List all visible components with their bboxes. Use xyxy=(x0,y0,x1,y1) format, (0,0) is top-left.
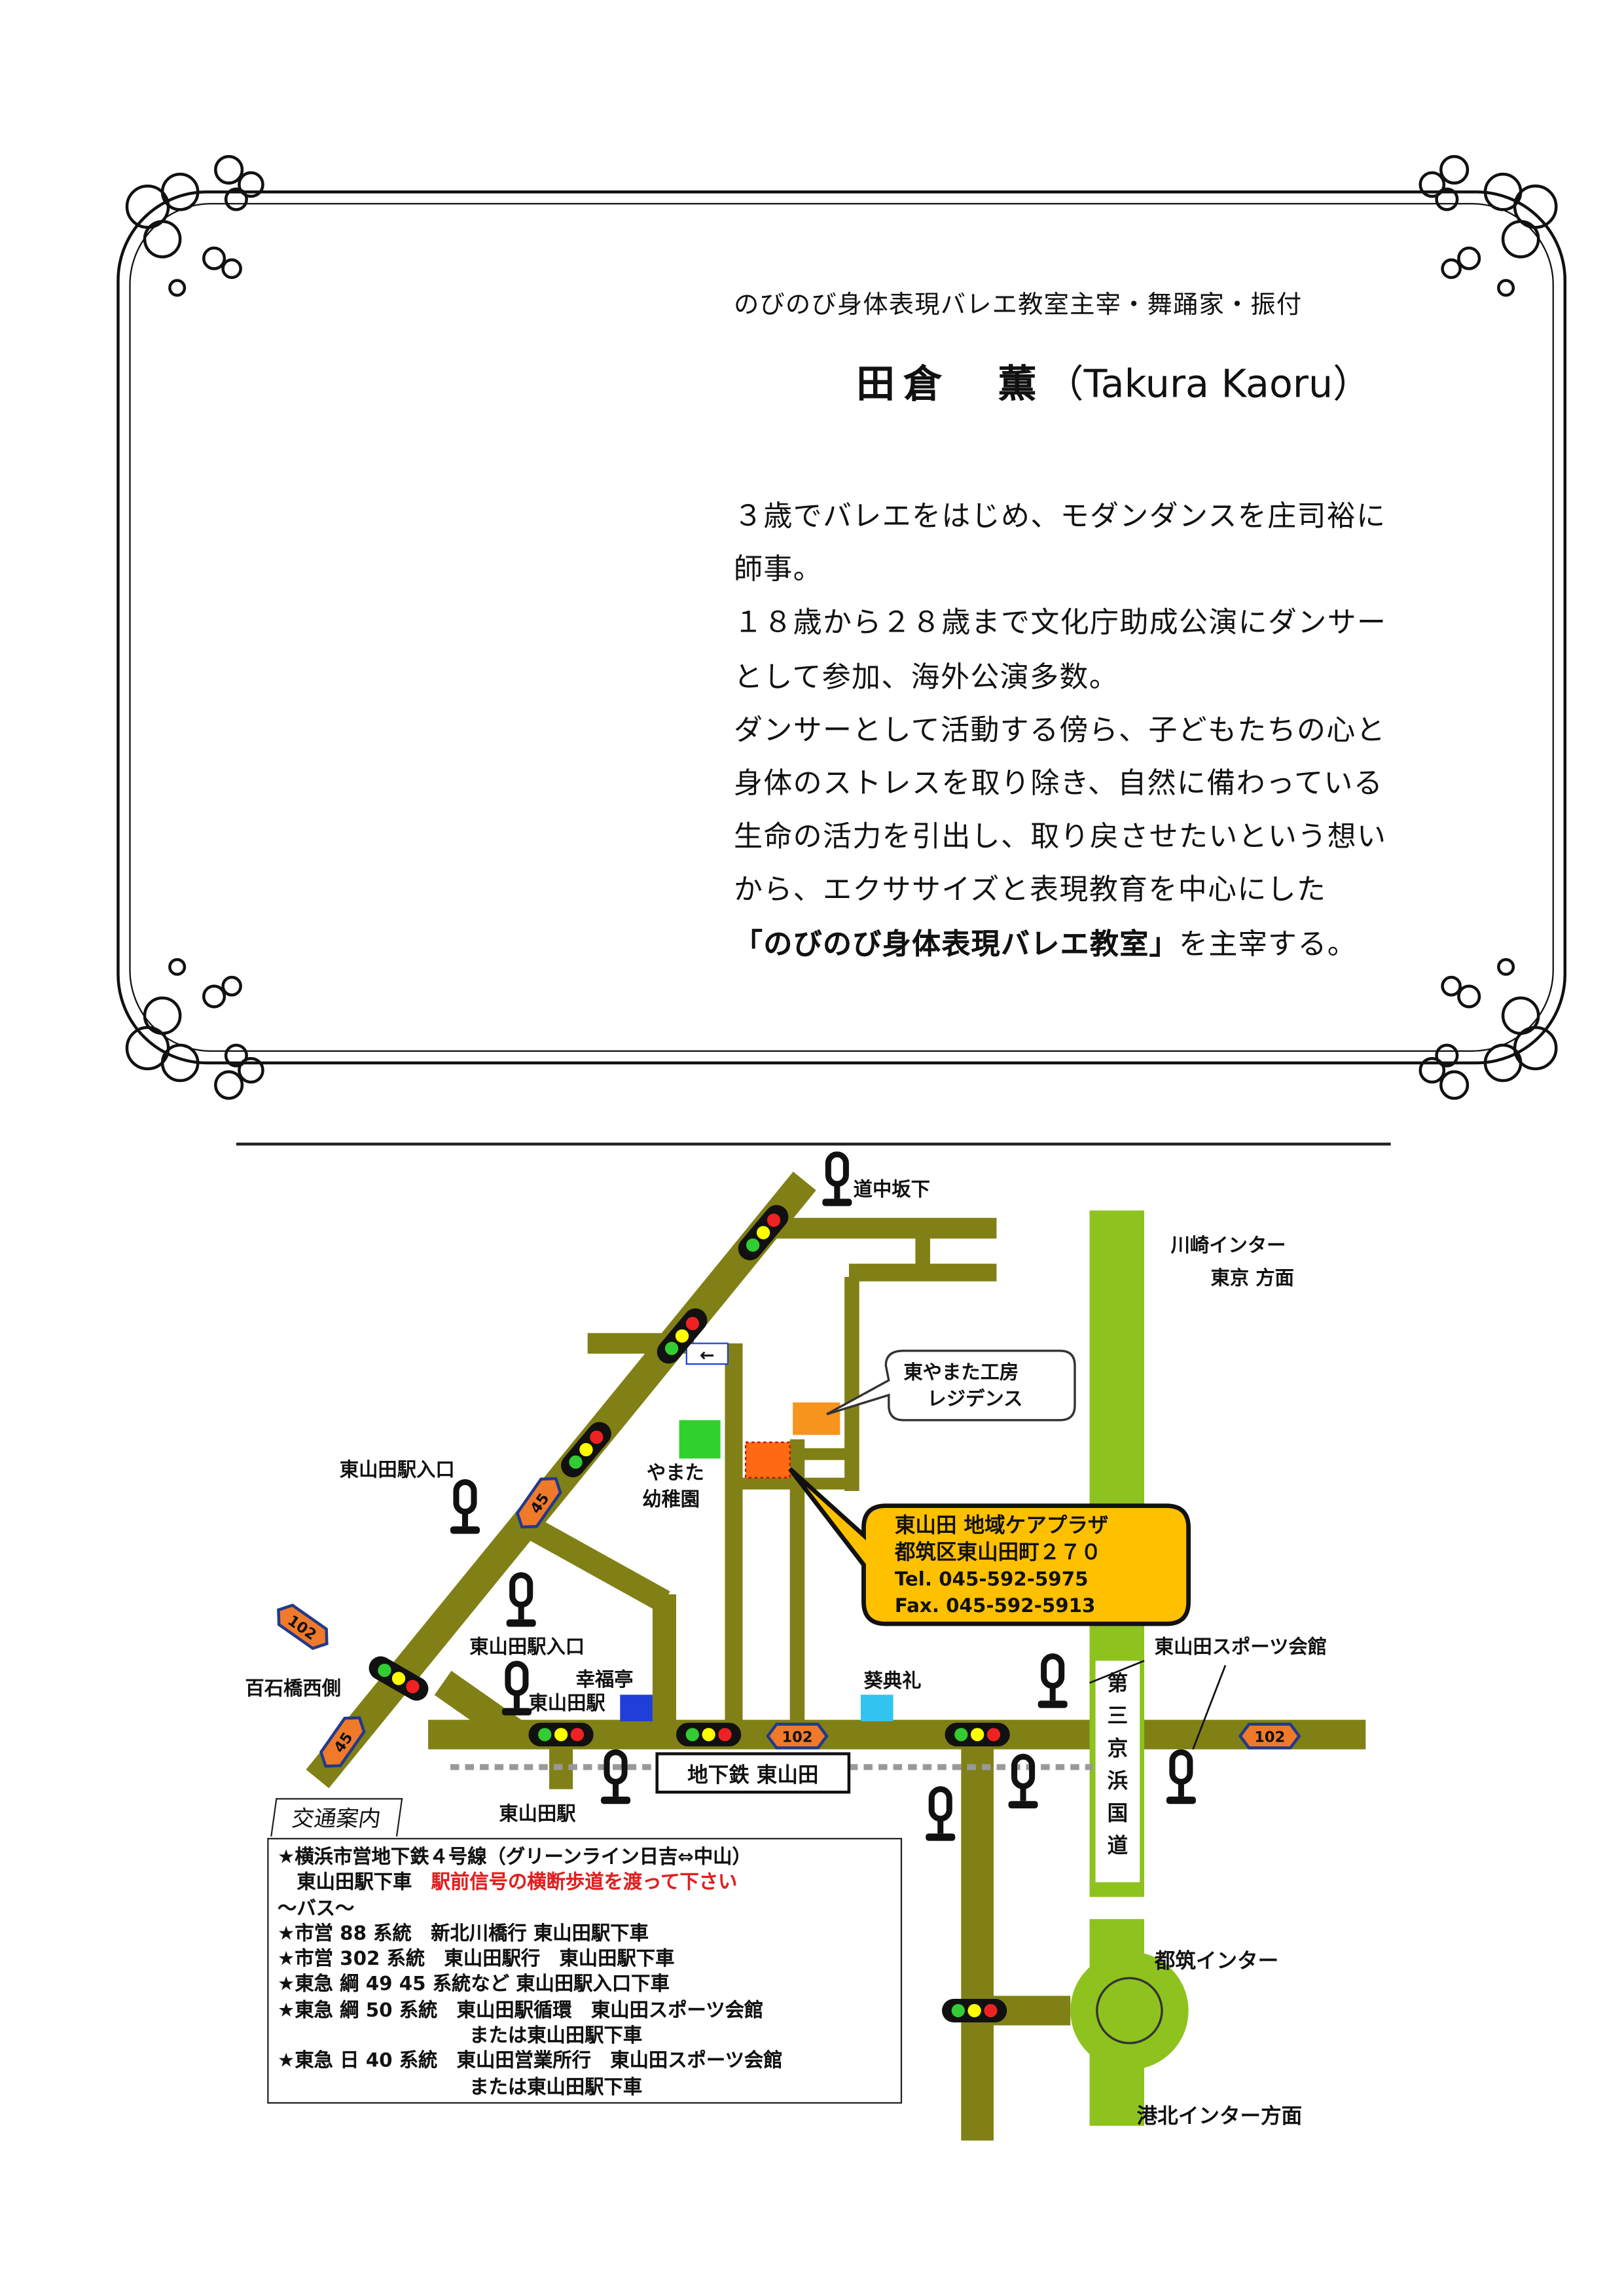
route-number: 102 xyxy=(1254,1729,1285,1746)
access-info-tab: 交通案内 xyxy=(270,1798,403,1837)
callout-facility-name: 東山田 地域ケアプラザ xyxy=(895,1514,1109,1537)
traffic-light-icon xyxy=(561,1422,611,1478)
highway-char: 浜 xyxy=(1108,1769,1128,1793)
bus-line: ★市営 88 系統 新北川橋行 東山田駅下車 xyxy=(278,1923,649,1946)
callout-fax: Fax. 045-592-5913 xyxy=(895,1594,1096,1617)
label-yamata: やまた xyxy=(647,1462,704,1484)
label-kohoku-ic: 港北インター方面 xyxy=(1137,2104,1303,2128)
subway-get-off: 東山田駅下車 xyxy=(278,1872,412,1895)
bio-tail: を主宰する。 xyxy=(1179,926,1358,961)
label-station-entrance-1: 東山田駅入口 xyxy=(340,1459,455,1481)
bus-line: ★市営 302 系統 東山田駅行 東山田駅下車 xyxy=(278,1948,675,1971)
floral-frame xyxy=(117,154,1567,1107)
residence-label-1: 東やまた工房 xyxy=(903,1361,1019,1384)
route-shield-icon: 102 xyxy=(277,1604,329,1650)
residence-marker xyxy=(793,1402,840,1435)
bus-stop-icon xyxy=(506,1572,536,1627)
label-station: 東山田駅 xyxy=(499,1803,576,1825)
bus-stop-icon xyxy=(1008,1753,1038,1808)
section-divider xyxy=(236,1142,1391,1146)
bio-line: ダンサーとして活動する傍ら、子どもたちの心と xyxy=(733,712,1386,747)
residence-callout xyxy=(826,1350,1076,1422)
access-map: 地下鉄 東山田 ← 東やまた工房 レジデンス 東山田 地域ケアプラザ 都筑区東山… xyxy=(245,1151,1366,2141)
name-english: （Takura Kaoru） xyxy=(1045,363,1371,408)
route-shield-icon: 102 xyxy=(1238,1723,1301,1749)
profile-bio: ３歳でバレエをはじめ、モダンダンスを庄司裕に 師事。 １８歳から２８歳まで文化庁… xyxy=(734,490,1413,971)
label-tokyo-direction: 東京 方面 xyxy=(1211,1266,1294,1289)
traffic-light-icon xyxy=(528,1723,594,1747)
bus-stop-icon xyxy=(1166,1749,1196,1804)
bus-stop-icon xyxy=(501,1660,532,1715)
arrow-left-icon: ← xyxy=(700,1346,715,1366)
traffic-light-icon xyxy=(945,1723,1010,1747)
subway-note: 駅前信号の横断歩道を渡って下さい xyxy=(431,1872,738,1895)
highway-char: 国 xyxy=(1108,1802,1128,1825)
bio-line: ３歳でバレエをはじめ、モダンダンスを庄司裕に xyxy=(733,499,1386,533)
callout-tel: Tel. 045-592-5975 xyxy=(895,1568,1089,1590)
care-plaza-callout xyxy=(788,1467,1191,1626)
bus-stop-icon xyxy=(926,1786,956,1841)
traffic-light-icon xyxy=(942,1998,1007,2023)
label-sports-hall: 東山田スポーツ会館 xyxy=(1155,1636,1327,1658)
bio-line: 師事。 xyxy=(733,552,823,586)
subway-get-off-row: 東山田駅下車 駅前信号の横断歩道を渡って下さい xyxy=(278,1871,892,1896)
school-name: 「のびのび身体表現バレエ教室」 xyxy=(733,926,1180,961)
daisan-keihin-highway xyxy=(1070,1210,1189,2126)
kofukutei-marker xyxy=(620,1695,653,1721)
traffic-light-icon xyxy=(369,1656,429,1701)
bio-line: から、エクササイズと表現教育を中心にした xyxy=(733,872,1327,907)
bus-header: ～バス～ xyxy=(278,1897,355,1920)
label-dochusaka: 道中坂下 xyxy=(854,1178,930,1200)
kindergarten-marker xyxy=(679,1420,721,1459)
route-shield-icon: 45 xyxy=(319,1716,366,1768)
highway-char: 京 xyxy=(1108,1736,1128,1761)
one-way-sign xyxy=(685,1342,729,1365)
label-kindergarten: 幼稚園 xyxy=(642,1488,700,1511)
bus-stop-icon xyxy=(822,1151,852,1206)
label-tsuzuki-ic: 都筑インター xyxy=(1154,1949,1278,1973)
bus-line: または東山田駅下車 xyxy=(278,2076,643,2099)
route-number: 102 xyxy=(782,1729,812,1746)
bio-line-last: 「のびのび身体表現バレエ教室」を主宰する。 xyxy=(734,918,1413,971)
name-japanese: 田倉 薫 xyxy=(856,363,1045,408)
care-plaza-marker xyxy=(744,1441,791,1479)
highway-char: 三 xyxy=(1108,1704,1128,1728)
subway-station-label: 地下鉄 東山田 xyxy=(687,1763,818,1787)
route-shield-icon: 45 xyxy=(515,1477,562,1529)
label-station-entrance-2: 東山田駅入口 xyxy=(469,1636,585,1658)
bio-line: 身体のストレスを取り除き、自然に備わっている xyxy=(733,766,1384,800)
bus-line: または東山田駅下車 xyxy=(278,2025,643,2048)
label-kawasaki-ic: 川崎インター xyxy=(1171,1234,1286,1257)
access-info-box: ★横浜市営地下鉄４号線（グリーンライン日吉⇔中山） 東山田駅下車 駅前信号の横断… xyxy=(267,1838,903,2104)
label-kitenrei: 葵典礼 xyxy=(863,1670,921,1692)
bus-line: ★東急 日 40 系統 東山田営業所行 東山田スポーツ会館 xyxy=(278,2051,783,2073)
traffic-light-icon xyxy=(676,1723,742,1747)
subway-station-box xyxy=(655,1752,851,1794)
route-shield-icon: 102 xyxy=(766,1723,829,1749)
callout-address: 都筑区東山田町２７０ xyxy=(894,1540,1102,1564)
bus-line: ★東急 綱 49 45 系統など 東山田駅入口下車 xyxy=(278,1974,670,1997)
bus-stop-icon xyxy=(1038,1653,1068,1708)
label-highway: 第三京浜国道 xyxy=(1108,1672,1128,1858)
traffic-light-icon xyxy=(657,1308,708,1364)
subway-line: ★横浜市営地下鉄４号線（グリーンライン日吉⇔中山） xyxy=(278,1846,751,1869)
bio-line: として参加、海外公演多数。 xyxy=(733,659,1119,694)
label-station-bus: 東山田駅 xyxy=(528,1692,605,1714)
bio-line: 生命の活力を引出し、取り戻させたいという想い xyxy=(733,819,1387,854)
residence-label-2: レジデンス xyxy=(927,1388,1022,1410)
highway-char: 第 xyxy=(1108,1672,1128,1696)
bio-line: １８歳から２８歳まで文化庁助成公演にダンサー xyxy=(733,605,1387,640)
label-momoishi: 百石橋西側 xyxy=(245,1677,341,1699)
bus-stop-icon xyxy=(600,1749,631,1804)
traffic-light-icon xyxy=(738,1205,789,1261)
profile-subtitle: のびのび身体表現バレエ教室主宰・舞踊家・振付 xyxy=(733,291,1303,321)
label-kofukutei: 幸福亭 xyxy=(576,1668,634,1691)
bus-stop-icon xyxy=(450,1479,480,1534)
kitenrei-marker xyxy=(860,1695,893,1721)
profile-name: 田倉 薫（Takura Kaoru） xyxy=(856,354,1371,408)
bus-line: ★東急 綱 50 系統 東山田駅循環 東山田スポーツ会館 xyxy=(278,2000,764,2022)
highway-char: 道 xyxy=(1108,1835,1128,1858)
